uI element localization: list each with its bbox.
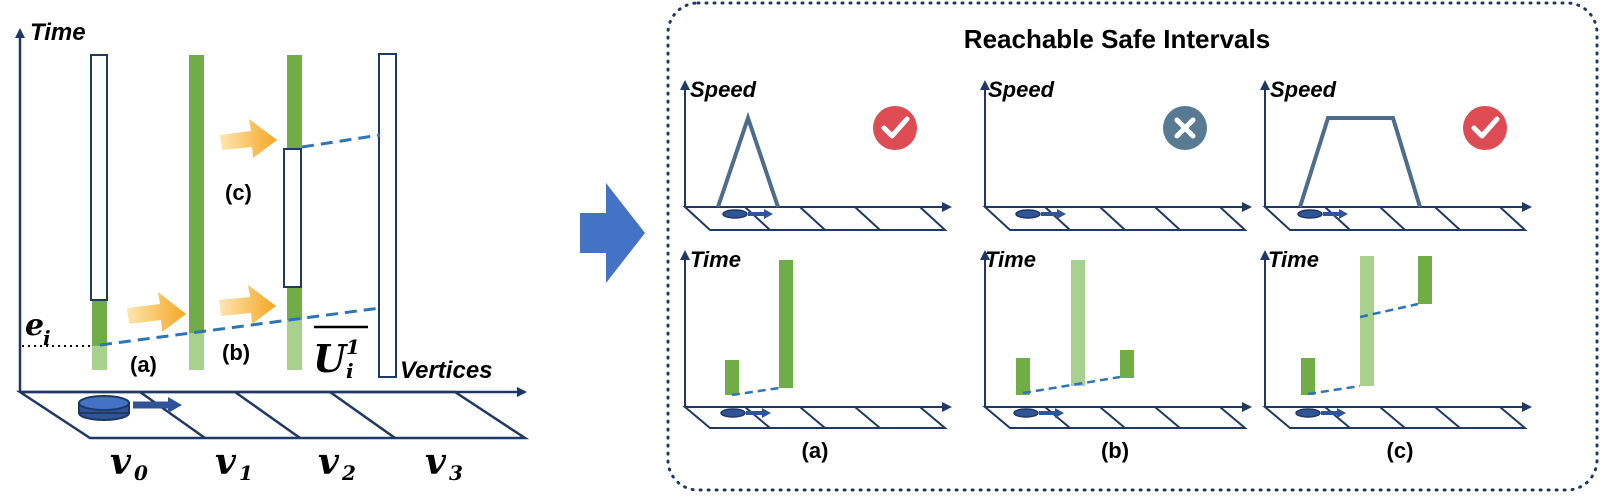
panel-a-interval-v1 bbox=[779, 260, 793, 388]
panel-b-reach-line bbox=[1022, 375, 1121, 395]
panel-c: Speed bbox=[1260, 77, 1532, 463]
v2-safe-interval-high bbox=[287, 55, 302, 150]
floor-grid bbox=[15, 390, 530, 440]
panel-b-cross-icon bbox=[1163, 106, 1207, 150]
svg-text:1: 1 bbox=[346, 335, 360, 359]
edge-label-ei: e i bbox=[25, 308, 51, 350]
panel-b-interval-v0 bbox=[1016, 358, 1030, 395]
panel-a: Speed bbox=[680, 77, 952, 463]
panel-a-reach-line bbox=[731, 386, 780, 397]
panel-a-time-agent-icon bbox=[720, 408, 771, 418]
panel-a-speed-plot: Speed bbox=[680, 77, 952, 231]
panel-c-time-plot: Time bbox=[1260, 247, 1532, 429]
v2-light-interval bbox=[287, 320, 302, 370]
u-label: U 1 i bbox=[313, 325, 368, 383]
left-diagram: Time Vertices v 0 v 1 v 2 bbox=[15, 19, 530, 485]
panel-c-interval-v0 bbox=[1301, 358, 1315, 395]
svg-text:i: i bbox=[43, 326, 51, 350]
panel-c-time-agent-icon bbox=[1295, 408, 1346, 418]
panel-c-time-label: Time bbox=[1268, 247, 1319, 272]
panel-c-speed-profile bbox=[1298, 116, 1422, 208]
svg-text:2: 2 bbox=[341, 461, 356, 485]
panel-c-speed-agent-icon bbox=[1297, 209, 1348, 219]
panel-a-caption: (a) bbox=[802, 438, 829, 463]
panel-b: Speed bbox=[980, 77, 1252, 463]
panel-c-interval-v1 bbox=[1360, 256, 1374, 386]
svg-text:e: e bbox=[25, 308, 44, 343]
panel-b-caption: (b) bbox=[1101, 438, 1129, 463]
vertex-label-v1: v 1 bbox=[215, 441, 253, 485]
panel-b-time-agent-icon bbox=[1013, 408, 1064, 418]
v0-safe-interval bbox=[92, 300, 107, 346]
svg-text:3: 3 bbox=[449, 461, 463, 485]
panel-c-interval-v2 bbox=[1418, 256, 1432, 304]
panel-a-interval-v0 bbox=[725, 360, 739, 395]
panel-c-speed-label: Speed bbox=[1270, 77, 1337, 102]
panel-b-speed-plot: Speed bbox=[980, 77, 1252, 231]
vertices-axis-label: Vertices bbox=[400, 357, 493, 384]
vertex-label-v2: v 2 bbox=[318, 441, 356, 485]
right-panel-title: Reachable Safe Intervals bbox=[964, 24, 1270, 54]
panel-a-speed-profile bbox=[716, 111, 780, 208]
v2-unsafe-interval bbox=[283, 148, 302, 288]
svg-text:v: v bbox=[425, 441, 447, 483]
panel-b-time-plot: Time bbox=[980, 247, 1252, 429]
panel-b-interval-v2 bbox=[1120, 350, 1134, 378]
v2-safe-interval-low bbox=[287, 287, 302, 320]
vertex-label-v0: v 0 bbox=[110, 441, 148, 485]
arrow-case-c bbox=[220, 119, 277, 158]
panel-c-reach-line-lower bbox=[1307, 384, 1361, 396]
svg-text:v: v bbox=[318, 441, 340, 483]
panel-a-time-plot: Time bbox=[680, 247, 952, 429]
right-panel: Reachable Safe Intervals Speed bbox=[666, 1, 1599, 492]
panel-a-check-icon bbox=[873, 106, 917, 150]
case-label-c: (c) bbox=[225, 180, 252, 205]
case-label-b: (b) bbox=[222, 340, 250, 365]
panel-b-interval-v1 bbox=[1071, 260, 1085, 386]
panel-c-reach-line-upper bbox=[1359, 302, 1419, 319]
panel-c-caption: (c) bbox=[1387, 438, 1414, 463]
svg-text:v: v bbox=[215, 441, 237, 483]
agent-robot-icon bbox=[78, 395, 182, 421]
transition-arrow-icon bbox=[580, 183, 645, 283]
svg-text:1: 1 bbox=[239, 461, 253, 485]
panel-c-check-icon bbox=[1463, 106, 1507, 150]
svg-text:v: v bbox=[110, 441, 132, 483]
panel-b-time-label: Time bbox=[985, 247, 1036, 272]
v0-unsafe-interval bbox=[90, 54, 108, 301]
panel-c-speed-plot: Speed bbox=[1260, 77, 1532, 231]
svg-text:U: U bbox=[313, 336, 349, 381]
panel-a-speed-label: Speed bbox=[690, 77, 757, 102]
reach-line-upper bbox=[301, 133, 381, 149]
v3-unsafe-interval bbox=[378, 53, 397, 378]
v1-safe-interval bbox=[189, 55, 204, 333]
svg-text:0: 0 bbox=[134, 461, 148, 485]
svg-text:i: i bbox=[346, 359, 354, 383]
vertex-label-v3: v 3 bbox=[425, 441, 463, 485]
time-axis-label: Time bbox=[30, 19, 86, 46]
reach-line-lower bbox=[99, 306, 381, 347]
panel-a-speed-agent-icon bbox=[722, 209, 773, 219]
case-label-a: (a) bbox=[130, 352, 157, 377]
arrow-case-b bbox=[219, 285, 276, 324]
panel-b-speed-agent-icon bbox=[1015, 209, 1066, 219]
v0-light-interval bbox=[92, 346, 107, 370]
right-panel-border bbox=[666, 1, 1599, 492]
v1-light-interval bbox=[189, 333, 204, 370]
panel-a-time-label: Time bbox=[690, 247, 741, 272]
arrow-case-a bbox=[127, 292, 186, 332]
panel-b-speed-label: Speed bbox=[988, 77, 1055, 102]
